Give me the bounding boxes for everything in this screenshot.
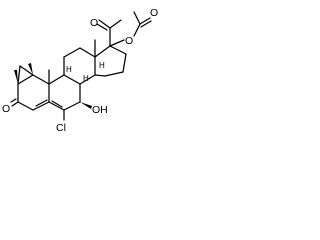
ketone-oxygen-label: O	[2, 103, 10, 115]
bond	[17, 65, 21, 85]
bond	[79, 74, 96, 85]
bond	[63, 101, 81, 111]
stereo-h-label: H	[83, 74, 89, 83]
bond	[133, 11, 141, 25]
bond	[104, 71, 124, 77]
bond	[94, 74, 106, 77]
stereo-h-label: H	[99, 61, 105, 70]
bond	[32, 74, 50, 85]
bond	[11, 101, 19, 107]
ester-carbonyl-oxygen-label: O	[90, 17, 98, 29]
bond	[63, 47, 81, 58]
bond	[19, 65, 34, 76]
double-bond	[96, 23, 108, 31]
ester-oxygen-label: O	[125, 35, 133, 47]
chlorine-label: Cl	[56, 122, 66, 134]
wedge-bond	[80, 102, 92, 109]
bond	[17, 101, 34, 111]
hash-bond	[28, 63, 33, 75]
bond	[79, 47, 96, 58]
stereo-h-label: H	[66, 65, 72, 74]
bond	[32, 101, 50, 111]
bond	[122, 53, 127, 73]
bond	[133, 23, 141, 37]
chemical-structure: O Cl OH H H H O O O	[2, 7, 158, 134]
acetate-carbonyl-oxygen-label: O	[150, 7, 158, 19]
bond	[17, 74, 34, 85]
bond	[98, 19, 111, 29]
bond	[109, 45, 127, 55]
bond	[63, 74, 81, 85]
double-bond	[10, 98, 17, 103]
double-bond	[35, 99, 48, 107]
bond	[109, 39, 125, 47]
bond	[48, 101, 65, 111]
bond	[48, 74, 65, 85]
double-bond	[139, 17, 151, 25]
double-bond	[140, 20, 152, 28]
double-bond	[51, 100, 63, 108]
wedge-bond	[14, 70, 18, 84]
bond	[94, 45, 111, 58]
hydroxyl-label: OH	[92, 104, 108, 116]
bond	[109, 19, 122, 29]
